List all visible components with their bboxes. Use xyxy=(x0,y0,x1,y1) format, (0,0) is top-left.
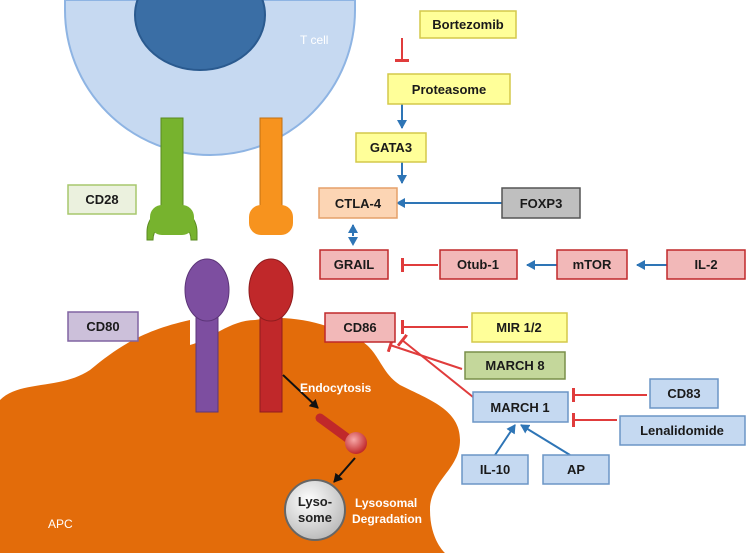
t-cell-label: T cell xyxy=(300,33,328,47)
il2-label: IL-2 xyxy=(694,257,717,272)
otub1-label: Otub-1 xyxy=(457,257,499,272)
lysosome: Lyso- some Lysosomal Degradation xyxy=(284,479,422,541)
cd86-label: CD86 xyxy=(343,320,376,335)
t-cell: T cell xyxy=(64,0,356,156)
box-gata3: GATA3 xyxy=(355,132,427,163)
endocytosis-label: Endocytosis xyxy=(300,381,372,395)
foxp3-label: FOXP3 xyxy=(520,196,563,211)
box-il2: IL-2 xyxy=(666,249,746,280)
box-proteasome: Proteasome xyxy=(387,73,511,105)
il10-label: IL-10 xyxy=(480,462,510,477)
box-cd86: CD86 xyxy=(324,312,396,343)
endocytosed-vesicle-stalk xyxy=(315,413,355,445)
lysosomal-degradation-line2: Degradation xyxy=(352,512,422,526)
box-grail: GRAIL xyxy=(319,249,389,280)
ctla4-label: CTLA-4 xyxy=(335,196,382,211)
box-cd80: CD80 xyxy=(67,311,139,342)
ligand-cd86 xyxy=(248,258,294,413)
cd83-label: CD83 xyxy=(667,386,700,401)
march1-label: MARCH 1 xyxy=(490,400,549,415)
cd28-label: CD28 xyxy=(85,192,118,207)
mtor-label: mTOR xyxy=(573,257,612,272)
ligand-cd80 xyxy=(184,258,230,413)
ap-label: AP xyxy=(567,462,585,477)
box-ap: AP xyxy=(542,454,610,485)
box-foxp3: FOXP3 xyxy=(501,187,581,219)
apc-cell: APC xyxy=(0,318,460,553)
box-ctla4: CTLA-4 xyxy=(318,187,398,219)
box-cd28: CD28 xyxy=(67,184,137,215)
activation-arrows xyxy=(348,104,667,456)
box-mtor: mTOR xyxy=(556,249,628,280)
box-il10: IL-10 xyxy=(461,454,529,485)
box-otub1: Otub-1 xyxy=(439,249,518,280)
box-cd83: CD83 xyxy=(649,378,719,409)
grail-label: GRAIL xyxy=(334,257,375,272)
receptor-ctla4 xyxy=(249,117,293,235)
lysosome-label-line1: Lyso- xyxy=(298,494,332,509)
endocytosed-vesicle xyxy=(345,432,367,454)
lenalidomide-label: Lenalidomide xyxy=(640,423,724,438)
lysosome-label-line2: some xyxy=(298,510,332,525)
inhibition-lines xyxy=(386,38,647,427)
box-march1: MARCH 1 xyxy=(472,391,569,423)
endocytosis-path: Endocytosis xyxy=(282,374,372,483)
mir12-label: MIR 1/2 xyxy=(496,320,542,335)
lysosomal-degradation-line1: Lysosomal xyxy=(355,496,417,510)
receptor-cd28 xyxy=(146,117,198,241)
box-march8: MARCH 8 xyxy=(464,351,566,380)
box-mir12: MIR 1/2 xyxy=(471,312,568,343)
proteasome-label: Proteasome xyxy=(412,82,486,97)
apc-label: APC xyxy=(48,517,73,531)
bortezomib-label: Bortezomib xyxy=(432,17,504,32)
cd80-label: CD80 xyxy=(86,319,119,334)
t-cell-nucleus xyxy=(134,0,266,71)
gata3-label: GATA3 xyxy=(370,140,412,155)
box-lenalidomide: Lenalidomide xyxy=(619,415,746,446)
march8-label: MARCH 8 xyxy=(485,358,544,373)
box-bortezomib: Bortezomib xyxy=(419,10,517,39)
